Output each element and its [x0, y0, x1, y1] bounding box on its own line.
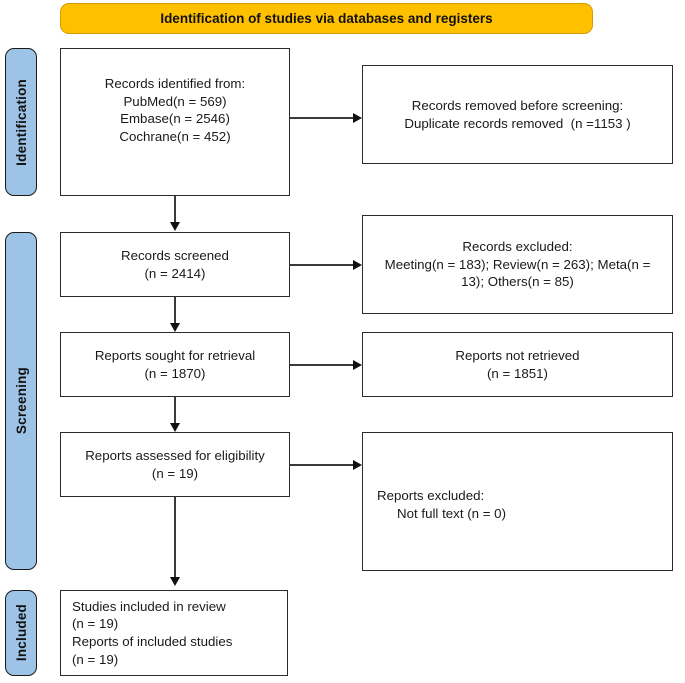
stage-label-included: Included: [5, 590, 37, 676]
records-screened-line-2: (n = 2414): [144, 265, 206, 281]
box-reports-assessed: Reports assessed for eligibility (n = 19…: [60, 432, 290, 497]
connector-identified-to-screened: [174, 196, 176, 223]
stage-label-screening-text: Screening: [13, 367, 29, 435]
arrowhead-sought-to-not-retrieved: [353, 360, 362, 370]
records-identified-line-4: Cochrane(n = 452): [119, 129, 231, 145]
records-excluded-line-2: Meeting(n = 183); Review(n = 263); Meta(…: [384, 256, 655, 290]
box-reports-sought: Reports sought for retrieval (n = 1870): [60, 332, 290, 397]
reports-sought-line-2: (n = 1870): [144, 365, 206, 381]
records-identified-line-3: Embase(n = 2546): [120, 111, 230, 127]
records-identified-line-1: Records identified from:: [104, 76, 246, 91]
reports-sought-line-1: Reports sought for retrieval: [94, 347, 256, 363]
arrowhead-assessed-to-excluded: [353, 460, 362, 470]
studies-included-line-4: (n = 19): [72, 651, 119, 667]
studies-included-line-2: (n = 19): [72, 616, 119, 632]
reports-excluded-line-2: Not full text (n = 0): [397, 505, 507, 521]
box-records-excluded: Records excluded: Meeting(n = 183); Revi…: [362, 215, 673, 314]
banner-title: Identification of studies via databases …: [160, 11, 493, 26]
connector-assessed-to-excluded: [290, 464, 354, 466]
records-excluded-line-1: Records excluded:: [462, 238, 573, 254]
reports-assessed-line-2: (n = 19): [151, 465, 199, 481]
studies-included-line-1: Studies included in review: [72, 598, 226, 614]
connector-assessed-to-included: [174, 497, 176, 578]
stage-label-identification: Identification: [5, 48, 37, 196]
box-records-identified: Records identified from: PubMed(n = 569)…: [60, 48, 290, 196]
arrowhead-sought-to-assessed: [169, 423, 180, 432]
records-removed-line-2: Duplicate records removed (n =1153 ): [404, 115, 631, 131]
records-removed-line-1: Records removed before screening:: [411, 97, 624, 113]
studies-included-line-3: Reports of included studies: [72, 634, 233, 649]
diagram-banner: Identification of studies via databases …: [60, 3, 593, 34]
arrowhead-identified-to-removed: [353, 113, 362, 123]
connector-sought-to-not-retrieved: [290, 364, 354, 366]
reports-assessed-line-1: Reports assessed for eligibility: [85, 447, 265, 463]
arrowhead-screened-to-sought: [169, 323, 180, 332]
arrowhead-screened-to-excluded: [353, 260, 362, 270]
stage-label-identification-text: Identification: [13, 78, 29, 166]
connector-identified-to-removed: [290, 117, 354, 119]
stage-label-included-text: Included: [13, 604, 29, 662]
arrowhead-assessed-to-included: [169, 577, 180, 586]
connector-screened-to-sought: [174, 297, 176, 324]
connector-sought-to-assessed: [174, 397, 176, 424]
stage-label-screening: Screening: [5, 232, 37, 570]
connector-screened-to-excluded: [290, 264, 354, 266]
records-screened-line-1: Records screened: [121, 247, 229, 263]
arrowhead-identified-to-screened: [169, 222, 180, 231]
records-identified-line-2: PubMed(n = 569): [123, 93, 227, 109]
box-reports-excluded: Reports excluded: Not full text (n = 0): [362, 432, 673, 571]
box-records-screened: Records screened (n = 2414): [60, 232, 290, 297]
reports-excluded-line-1: Reports excluded:: [377, 488, 485, 503]
reports-not-retrieved-line-1: Reports not retrieved: [455, 347, 580, 363]
reports-not-retrieved-line-2: (n = 1851): [487, 365, 548, 381]
box-studies-included: Studies included in review (n = 19) Repo…: [60, 590, 288, 676]
box-reports-not-retrieved: Reports not retrieved (n = 1851): [362, 332, 673, 397]
box-records-removed: Records removed before screening: Duplic…: [362, 65, 673, 164]
